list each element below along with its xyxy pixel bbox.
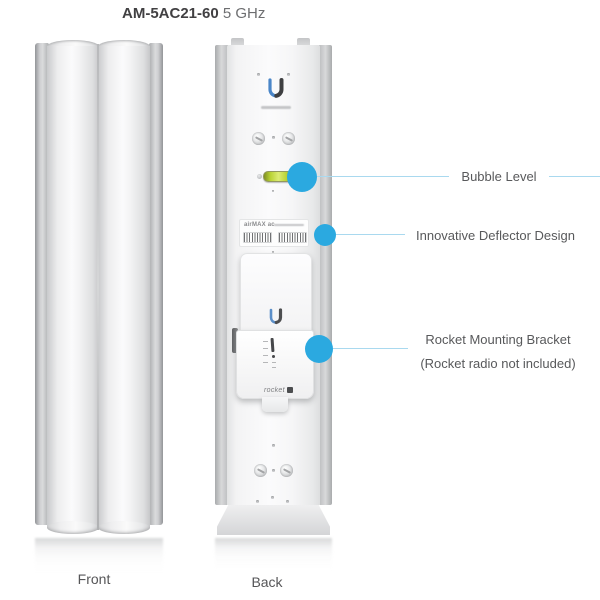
vent-dot	[256, 500, 259, 503]
back-right-rail	[319, 45, 332, 505]
rocket-bracket-tab	[262, 397, 288, 412]
tilt-pointer	[270, 337, 275, 353]
vent-dot	[286, 500, 289, 503]
front-panel-bottom-cap	[98, 521, 150, 534]
front-caption: Front	[77, 571, 111, 587]
screw-icon	[280, 464, 293, 477]
tilt-scale-tick	[263, 341, 268, 342]
ubiquiti-logo-icon	[265, 78, 287, 102]
vent-dot	[271, 496, 274, 499]
screw-icon	[252, 132, 265, 145]
tilt-scale-tick	[272, 362, 276, 363]
bubble-level-label: Bubble Level	[461, 169, 537, 184]
bubble-level-callout-line-right	[549, 176, 600, 177]
front-radome-panel	[98, 46, 150, 528]
barcode-icon	[278, 232, 307, 243]
bracket-ubiquiti-logo-icon	[267, 308, 285, 328]
front-radome-panel	[47, 46, 99, 528]
tilt-pointer-dot	[272, 355, 275, 358]
back-caption: Back	[251, 574, 283, 590]
vent-dot	[257, 73, 260, 76]
page-title: AM-5AC21-60 5 GHz	[122, 5, 265, 22]
vent-dot	[272, 469, 275, 472]
vent-dot	[272, 136, 275, 139]
bracket-label-line1: Rocket Mounting Bracket	[425, 332, 571, 347]
deflector-callout-line	[336, 234, 405, 235]
front-right-rail	[149, 43, 163, 525]
vent-dot	[272, 444, 275, 447]
bracket-label-line2: (Rocket radio not included)	[420, 356, 576, 371]
screw-icon	[254, 464, 267, 477]
sticker-text-blur	[274, 224, 304, 226]
back-antenna: airMAX ac rocket	[215, 38, 332, 535]
rocket-logo-box-icon	[286, 387, 293, 394]
mount-tab	[297, 38, 310, 48]
bubble-level-callout-dot	[287, 162, 317, 192]
front-antenna	[35, 40, 163, 535]
vent-dot	[287, 73, 290, 76]
front-panel-bottom-cap	[47, 521, 99, 534]
front-reflection	[35, 538, 163, 572]
back-base	[217, 505, 330, 535]
front-left-rail	[35, 43, 49, 525]
screw-icon	[282, 132, 295, 145]
back-reflection	[215, 538, 332, 570]
deflector-label: Innovative Deflector Design	[416, 228, 575, 243]
bubble-level-mount	[257, 174, 262, 179]
vent-dot	[272, 190, 274, 192]
bracket-clip	[232, 328, 238, 353]
bracket-callout-dot	[305, 335, 333, 363]
rocket-logo-text: rocket	[264, 387, 293, 394]
vent-dot	[272, 251, 274, 253]
frequency-text: 5 GHz	[218, 5, 266, 22]
deflector-callout-dot	[314, 224, 336, 246]
tilt-scale-tick	[263, 348, 268, 349]
tilt-scale-tick	[263, 362, 268, 363]
front-center-seam	[97, 44, 99, 530]
back-left-rail	[215, 45, 228, 505]
barcode-icon	[243, 232, 272, 243]
rocket-bracket-lower: rocket	[236, 330, 314, 399]
bracket-callout-line	[333, 348, 408, 349]
airmax-logo-text: airMAX ac	[244, 222, 275, 228]
bubble-level-callout-line	[317, 176, 449, 177]
model-print-blur	[261, 106, 291, 109]
model-name: AM-5AC21-60	[122, 5, 219, 22]
tilt-scale-tick	[272, 367, 276, 368]
rocket-bracket-upper	[240, 253, 312, 334]
bracket-label: Rocket Mounting Bracket (Rocket radio no…	[408, 328, 588, 376]
tilt-scale-tick	[263, 355, 268, 356]
spec-sticker: airMAX ac	[239, 219, 309, 247]
mount-tab	[231, 38, 244, 48]
